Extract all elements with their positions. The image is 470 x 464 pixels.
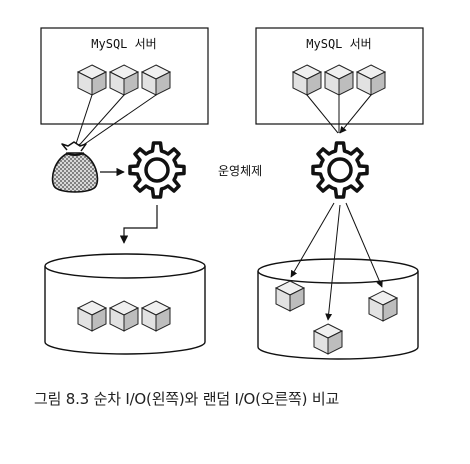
figure-caption: 그림 8.3 순차 I/O(왼쪽)와 랜덤 I/O(오른쪽) 비교 [34,390,340,408]
right-server-label: MySQL 서버 [306,37,371,51]
left-server-cube-2 [109,64,139,96]
right-server-cube-3 [356,64,386,96]
right-os-gear-icon [311,141,369,199]
sack-icon [51,141,99,193]
right-gather-arrows [306,94,372,134]
left-disk-cube-3 [141,300,171,332]
right-disk-cube-2 [368,290,398,322]
right-server-cube-1 [292,64,322,96]
os-label: 운영체제 [218,164,262,178]
left-disk-cube-2 [109,300,139,332]
right-disk-cube-3 [313,323,343,355]
left-server-box: MySQL 서버 [40,27,209,125]
left-disk-cube-1 [77,300,107,332]
right-disk-cube-1 [275,280,305,312]
right-scatter-arrows [290,202,383,321]
left-server-cube-3 [141,64,171,96]
right-server-cube-2 [324,64,354,96]
left-os-gear-icon [128,141,186,199]
left-server-cube-1 [77,64,107,96]
left-os-to-disk-arrow [119,205,158,244]
left-gather-arrows [73,94,157,151]
left-server-label: MySQL 서버 [91,37,156,51]
